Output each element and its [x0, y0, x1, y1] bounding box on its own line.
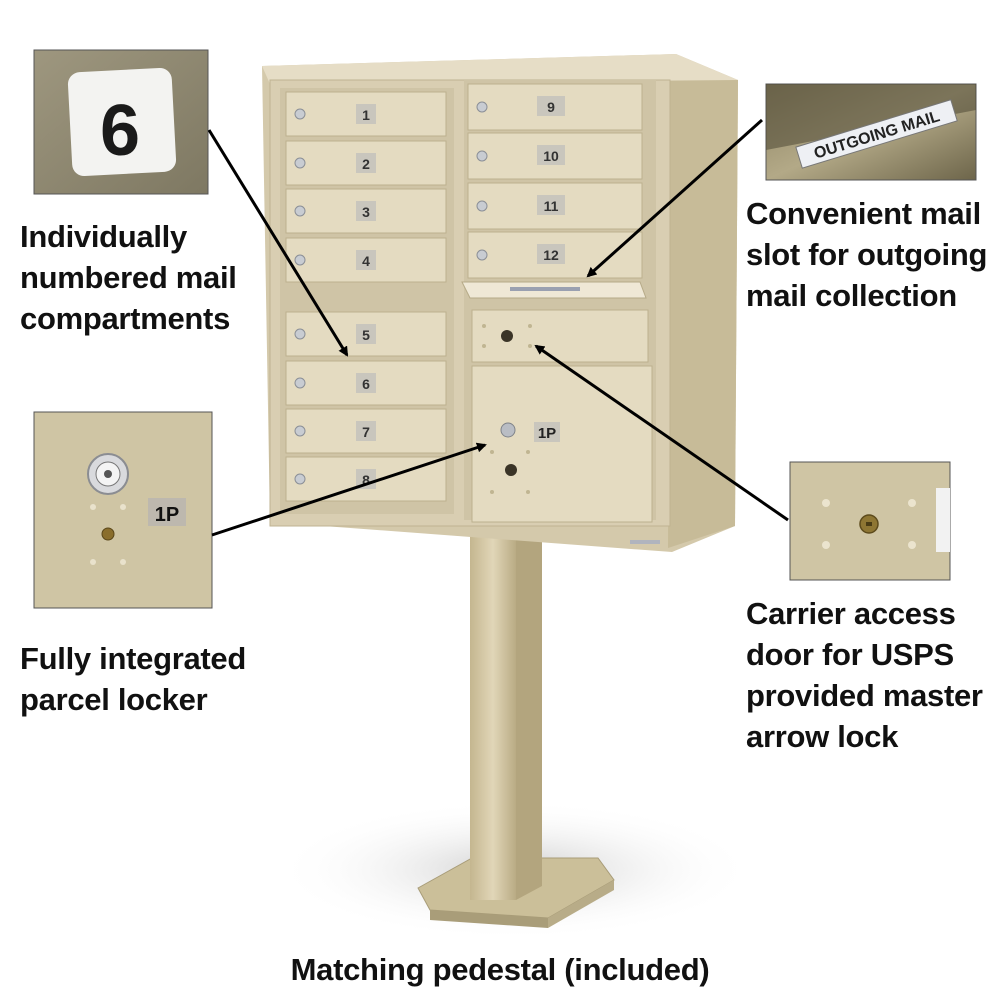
caption-line: Carrier access: [746, 596, 956, 631]
arrow-numbered-compartments: [207, 129, 349, 357]
door-lock-icon: [294, 425, 306, 437]
compartment-door[interactable]: 5: [285, 311, 447, 357]
left-compartment-column: 1 2 3 4 5 6 7 8: [285, 91, 447, 502]
arrow-outgoing-slot: [586, 118, 764, 278]
inset-carrier-lock: [789, 461, 951, 581]
inset-parcel-lock-label: 1P: [155, 504, 179, 526]
door-lock-icon: [294, 473, 306, 485]
door-number-plate: [356, 104, 376, 124]
compartment-door[interactable]: 9: [467, 83, 643, 131]
caption-line: mail collection: [746, 278, 957, 313]
door-lock-icon: [294, 205, 306, 217]
caption-carrier-door: Carrier access door for USPS provided ma…: [746, 593, 983, 757]
door-lock-icon: [476, 249, 488, 261]
compartment-number: 9: [547, 99, 555, 115]
door-number-plate: [356, 201, 376, 221]
compartment-door[interactable]: 10: [467, 132, 643, 180]
compartment-door[interactable]: 12: [467, 231, 643, 279]
caption-line: door for USPS: [746, 637, 954, 672]
door-number-plate: [537, 145, 565, 165]
compartment-door[interactable]: 11: [467, 182, 643, 230]
inset-number-plate: 6: [33, 49, 209, 195]
parcel-locker-door[interactable]: 1P: [471, 365, 653, 523]
door-number-plate: [356, 250, 376, 270]
caption-line: parcel locker: [20, 682, 208, 717]
caption-line: Convenient mail: [746, 196, 981, 231]
caption-line: Individually: [20, 219, 187, 254]
pedestal: [417, 520, 615, 928]
door-number-plate: [356, 421, 376, 441]
door-number-plate: [356, 153, 376, 173]
compartment-number: 5: [362, 327, 370, 343]
caption-pedestal: Matching pedestal (included): [0, 949, 1000, 990]
compartment-door[interactable]: 1: [285, 91, 447, 137]
compartment-number: 7: [362, 424, 370, 440]
caption-outgoing-slot: Convenient mail slot for outgoing mail c…: [746, 193, 987, 316]
compartment-number: 2: [362, 156, 370, 172]
inset-outgoing-mail: OUTGOING MAIL: [765, 83, 977, 181]
compartment-number: 4: [362, 253, 370, 269]
door-number-plate: [356, 373, 376, 393]
door-lock-icon: [476, 101, 488, 113]
door-lock-icon: [294, 254, 306, 266]
arrow-parcel-locker: [211, 442, 487, 537]
compartment-number: 10: [543, 148, 559, 164]
caption-line: compartments: [20, 301, 231, 336]
compartment-number: 8: [362, 472, 370, 488]
door-lock-icon: [294, 377, 306, 389]
door-number-plate: [356, 324, 376, 344]
compartment-number: 3: [362, 204, 370, 220]
compartment-number: 6: [362, 376, 370, 392]
parcel-locker-number: 1P: [538, 425, 556, 442]
compartment-door[interactable]: 7: [285, 408, 447, 454]
door-number-plate: [537, 244, 565, 264]
compartment-door[interactable]: 2: [285, 140, 447, 186]
arrow-carrier-door: [534, 344, 789, 522]
compartment-door[interactable]: 4: [285, 237, 447, 283]
compartment-door[interactable]: 8: [285, 456, 447, 502]
callout-arrows: [207, 118, 789, 537]
caption-line: Fully integrated: [20, 641, 247, 676]
compartment-door[interactable]: 6: [285, 360, 447, 406]
inset-number-plate-digit: 6: [100, 91, 140, 171]
compartment-number: 11: [544, 198, 559, 214]
carrier-access-door[interactable]: [471, 309, 649, 363]
cabinet-badge: [630, 540, 660, 544]
compartment-door[interactable]: 3: [285, 188, 447, 234]
door-lock-icon: [476, 150, 488, 162]
door-lock-icon: [476, 200, 488, 212]
door-number-plate: [537, 96, 565, 116]
outgoing-mail-slot[interactable]: [461, 281, 647, 299]
inset-parcel-lock: 1P: [33, 411, 213, 609]
door-lock-icon: [294, 328, 306, 340]
compartment-number: 12: [543, 247, 559, 263]
caption-line: provided master: [746, 678, 983, 713]
caption-line: arrow lock: [746, 719, 899, 754]
caption-line: slot for outgoing: [746, 237, 988, 272]
compartment-number: 1: [362, 107, 370, 123]
caption-numbered-compartments: Individually numbered mail compartments: [20, 216, 237, 339]
door-lock-icon: [294, 157, 306, 169]
door-number-plate: [537, 195, 565, 215]
caption-line: numbered mail: [20, 260, 237, 295]
caption-line: Matching pedestal (included): [290, 952, 710, 987]
door-lock-icon: [294, 108, 306, 120]
caption-parcel-locker: Fully integrated parcel locker: [20, 638, 246, 720]
